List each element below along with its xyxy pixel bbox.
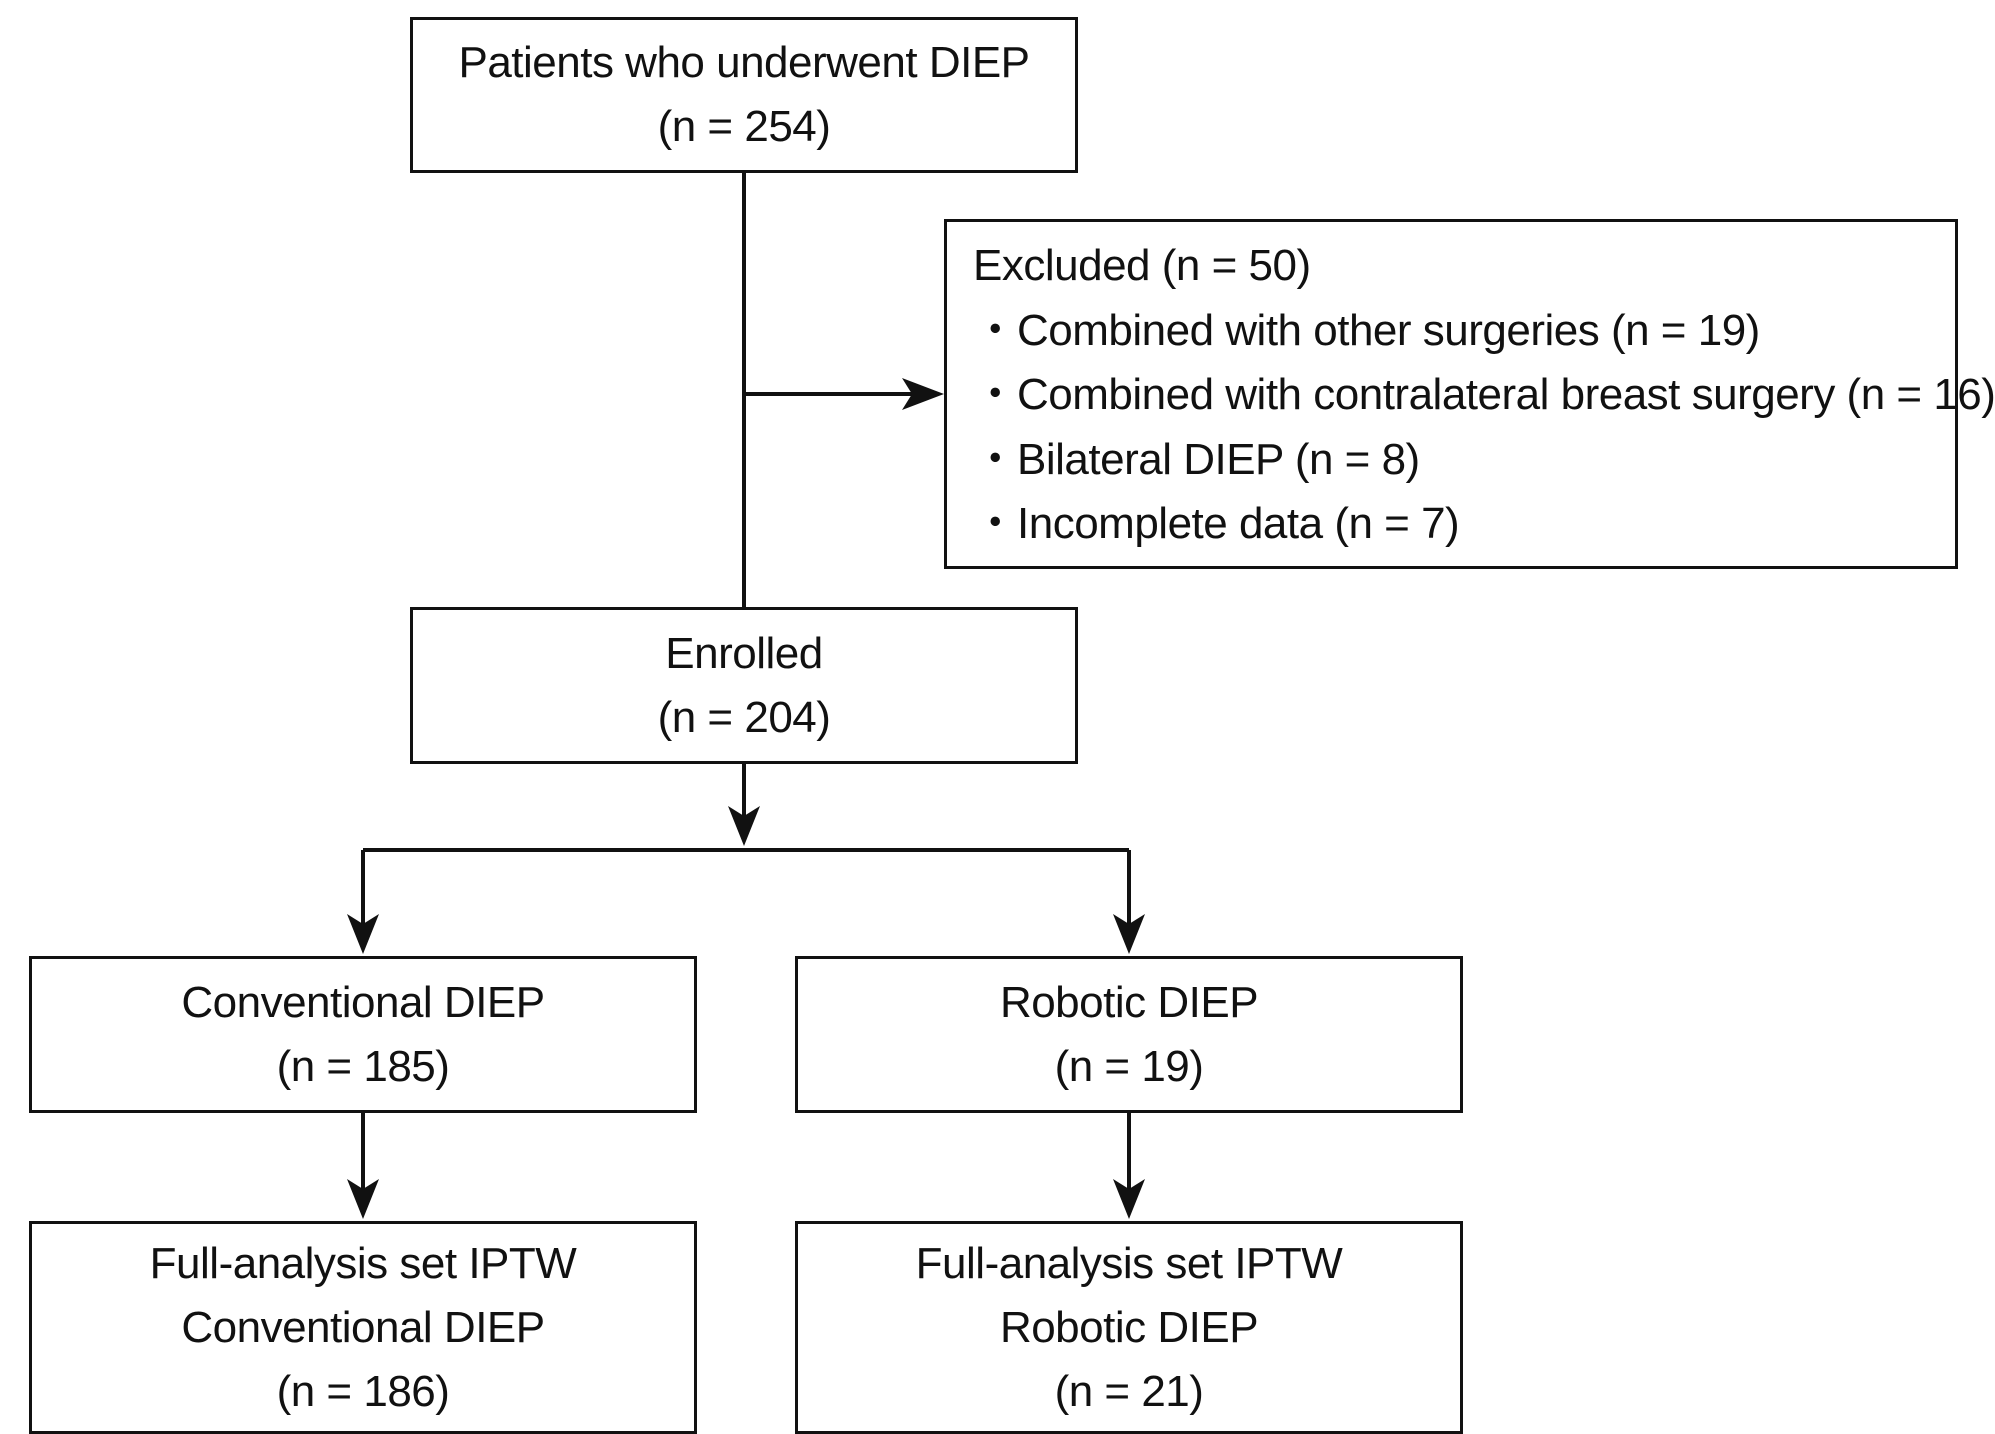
arrowhead-fas-conventional [347,1179,379,1219]
exclusion-reason: ・ Combined with other surgeries (n = 19) [973,299,1955,364]
fas-robotic-box: Full-analysis set IPTW Robotic DIEP (n =… [795,1221,1463,1434]
fas-robotic-line1: Full-analysis set IPTW [915,1238,1343,1288]
arrowhead-enrolled-down [728,806,760,846]
robotic-label: Robotic DIEP [999,977,1259,1027]
robotic-count: (n = 19) [1054,1041,1204,1091]
exclusion-reason-text: Bilateral DIEP (n = 8) [1017,434,1420,484]
fas-conventional-line2: Conventional DIEP [181,1302,545,1352]
exclusion-reason: ・ Bilateral DIEP (n = 8) [973,428,1955,493]
arrowhead-fas-robotic [1113,1179,1145,1219]
exclusion-reason-text: Incomplete data (n = 7) [1017,499,1460,548]
conventional-count: (n = 185) [276,1041,450,1091]
excluded-label: Excluded (n = 50) [973,241,1311,290]
fas-robotic-line2: Robotic DIEP [999,1302,1259,1352]
patients-box: Patients who underwent DIEP (n = 254) [410,17,1078,173]
patients-count: (n = 254) [657,102,831,151]
exclusion-reason: ・ Incomplete data (n = 7) [973,492,1955,557]
fas-robotic-count: (n = 21) [1054,1366,1204,1416]
bullet-icon: ・ [973,305,1017,355]
bullet-icon: ・ [973,499,1017,548]
robotic-box: Robotic DIEP (n = 19) [795,956,1463,1113]
exclusion-reason-text: Combined with contralateral breast surge… [1017,370,1995,419]
conventional-label: Conventional DIEP [181,977,545,1027]
fas-conventional-box: Full-analysis set IPTW Conventional DIEP… [29,1221,697,1434]
enrolled-box: Enrolled (n = 204) [410,607,1078,764]
fas-conventional-count: (n = 186) [276,1366,450,1416]
enrolled-count: (n = 204) [657,692,831,742]
enrolled-label: Enrolled [665,628,823,678]
arrowhead-robotic [1113,914,1145,954]
exclusion-reason-text: Combined with other surgeries (n = 19) [1017,305,1760,355]
bullet-icon: ・ [973,434,1017,484]
patients-label: Patients who underwent DIEP [458,38,1030,87]
conventional-box: Conventional DIEP (n = 185) [29,956,697,1113]
excluded-box: Excluded (n = 50) ・ Combined with other … [944,219,1995,569]
arrowhead-excluded [902,378,944,410]
arrowhead-conventional [347,914,379,954]
bullet-icon: ・ [973,370,1017,419]
exclusion-reasons-list: ・ Combined with other surgeries (n = 19)… [973,299,1995,557]
fas-conventional-line1: Full-analysis set IPTW [149,1238,577,1288]
exclusion-reason: ・ Combined with contralateral breast sur… [973,363,1995,428]
